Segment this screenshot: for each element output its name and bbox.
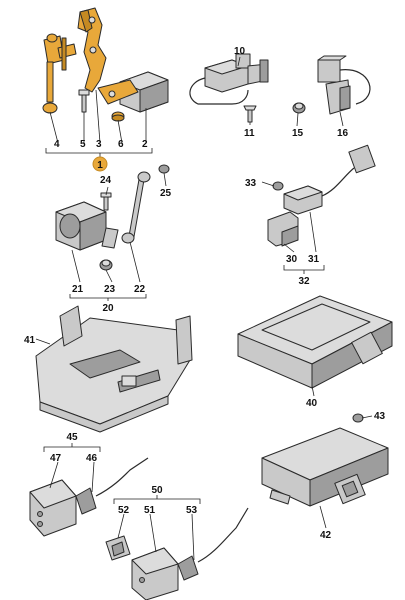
label-11: 11 [244,128,255,139]
label-53: 53 [186,505,198,516]
label-16: 16 [337,128,349,139]
label-22: 22 [134,284,146,295]
label-10: 10 [234,46,246,57]
label-45: 45 [66,432,78,443]
sensor-with-cable-10 [189,53,269,123]
label-47: 47 [50,453,62,464]
mounting-tray-41 [35,305,193,433]
part-labels: 4 5 3 6 2 1 10 11 15 16 24 25 21 23 22 2… [24,46,386,541]
label-31: 31 [308,254,320,265]
label-1: 1 [97,160,103,171]
label-2: 2 [142,139,148,150]
label-3: 3 [96,139,102,150]
label-33: 33 [245,178,257,189]
sensor-with-cable-32 [267,144,376,247]
label-41: 41 [24,335,36,346]
label-51: 51 [144,505,156,516]
level-sensor-assembly-20 [55,164,170,271]
label-52: 52 [118,505,130,516]
connector-45 [29,457,149,537]
level-sensor-assembly [42,7,169,122]
highlight-marker-1 [92,156,108,172]
control-unit-40 [237,295,393,389]
leader-lines [35,56,373,561]
label-46: 46 [86,453,98,464]
control-unit-42 [261,413,389,507]
label-5: 5 [80,139,86,150]
group-brackets [43,148,325,504]
label-30: 30 [286,254,298,265]
label-24: 24 [100,175,112,186]
label-21: 21 [72,284,84,295]
label-20: 20 [102,303,114,314]
connector-50 [105,507,249,600]
sensor-with-cable-16 [292,55,371,115]
label-4: 4 [54,139,60,150]
label-32: 32 [298,276,310,287]
label-15: 15 [292,128,304,139]
label-42: 42 [320,530,332,541]
label-23: 23 [104,284,116,295]
label-25: 25 [160,188,172,199]
label-43: 43 [374,411,386,422]
label-40: 40 [306,398,318,409]
label-6: 6 [118,139,124,150]
label-50: 50 [151,485,163,496]
